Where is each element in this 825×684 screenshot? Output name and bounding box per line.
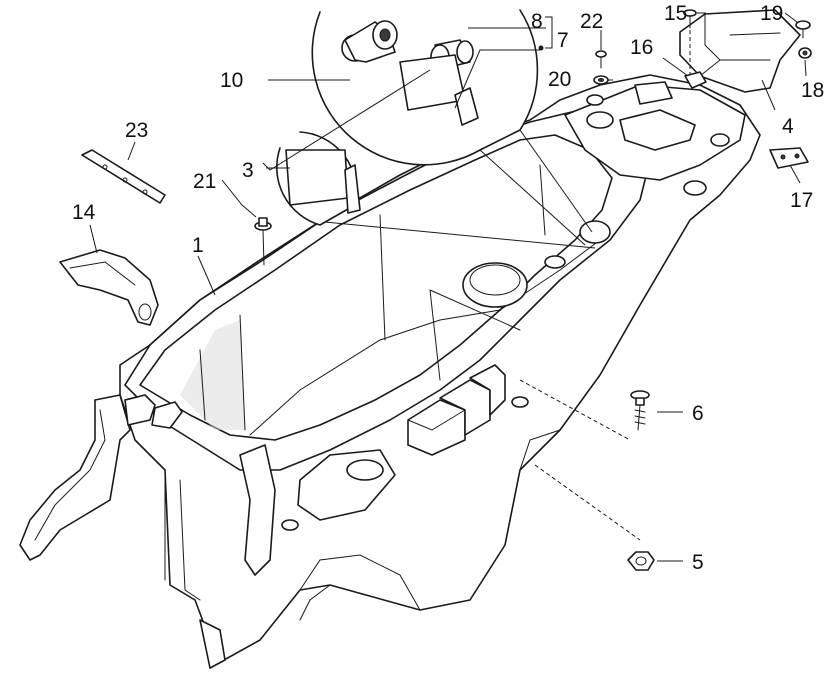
callout-16: 16	[630, 36, 653, 59]
assembly-line-5	[534, 464, 641, 541]
helmet-compartment	[19, 74, 761, 669]
screw-part-19	[795, 20, 811, 39]
screw-part-15	[683, 9, 697, 29]
detail-zoom-top	[311, 9, 593, 246]
washer-part-20	[593, 75, 609, 85]
bracket-part-17	[769, 147, 809, 169]
callout-7: 7	[557, 29, 569, 52]
callout-3: 3	[242, 159, 254, 182]
nut-part-5	[627, 551, 655, 571]
nut-part-18	[798, 47, 812, 59]
callout-18: 18	[801, 79, 824, 102]
callout-10: 10	[220, 69, 243, 92]
knob-part-10	[341, 20, 398, 63]
callout-labels: 1 3 4 5 6 7 8 10 14 15 16 17 18 19 20 21…	[72, 2, 824, 574]
callout-6: 6	[692, 402, 704, 425]
callout-22: 22	[580, 10, 603, 33]
callout-5: 5	[692, 551, 704, 574]
pin-part-21	[254, 217, 272, 266]
callout-21: 21	[193, 170, 216, 193]
plug-part-8	[399, 39, 479, 126]
callout-4: 4	[782, 115, 794, 138]
callout-23: 23	[125, 119, 148, 142]
clip-part-16	[684, 71, 707, 89]
callout-17: 17	[790, 189, 813, 212]
callout-20: 20	[548, 68, 571, 91]
screw-part-22	[595, 50, 607, 69]
callout-15: 15	[664, 2, 687, 25]
callout-19: 19	[760, 2, 783, 25]
callout-1: 1	[192, 234, 204, 257]
strip-part-23	[81, 149, 166, 204]
guard-part-14	[59, 249, 159, 326]
callout-8: 8	[531, 10, 543, 33]
detail-zoom-part-3	[275, 131, 596, 249]
callout-14: 14	[72, 201, 96, 224]
bolt-part-6	[630, 390, 650, 431]
leader-lines	[89, 12, 807, 562]
